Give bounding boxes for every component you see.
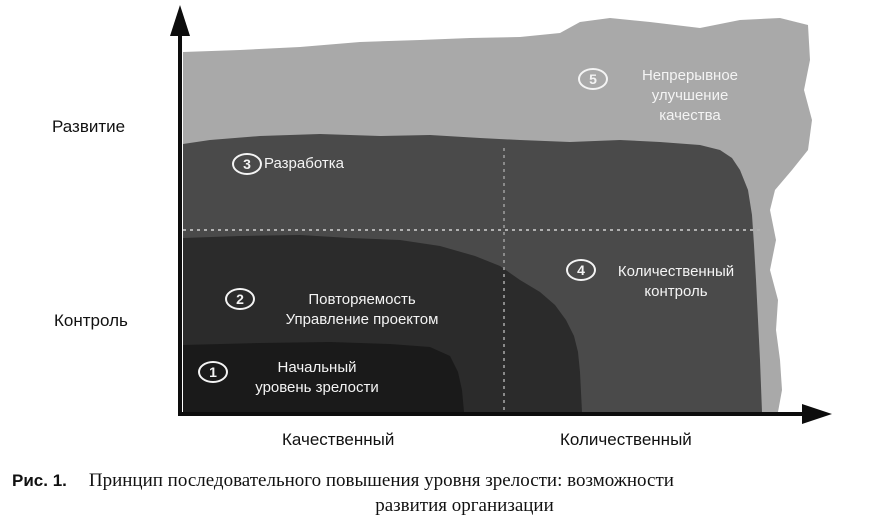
region-2-number: 2 — [225, 288, 255, 310]
region-1-label: Начальный уровень зрелости — [255, 359, 379, 396]
y-axis-label-control: Контроль — [54, 311, 128, 330]
region-2-label: Повторяемость Управление проектом — [285, 291, 439, 328]
x-axis-label-quantitative: Количественный — [560, 430, 692, 449]
caption-prefix: Рис. 1. — [12, 471, 67, 490]
region-5-label: Непрерывное улучшение качества — [641, 67, 739, 124]
caption-line-1: Рис. 1. Принцип последовательного повышен… — [12, 470, 674, 492]
region-1-shape — [183, 342, 464, 412]
region-3-label: Разработка — [264, 155, 344, 172]
x-axis-arrow — [802, 404, 832, 424]
y-axis-label-development: Развитие — [52, 117, 126, 136]
region-4-label: Количественный контроль — [617, 263, 735, 300]
region-3-number: 3 — [232, 153, 262, 175]
caption-text-1: Принцип последовательного повышения уров… — [88, 470, 674, 491]
x-axis-label-qualitative: Качественный — [282, 430, 395, 449]
caption-line-2: развития организации — [375, 495, 554, 516]
region-5-number: 5 — [578, 68, 608, 90]
region-4-number: 4 — [566, 259, 596, 281]
y-axis-arrow — [170, 5, 190, 36]
region-1-number: 1 — [198, 361, 228, 383]
